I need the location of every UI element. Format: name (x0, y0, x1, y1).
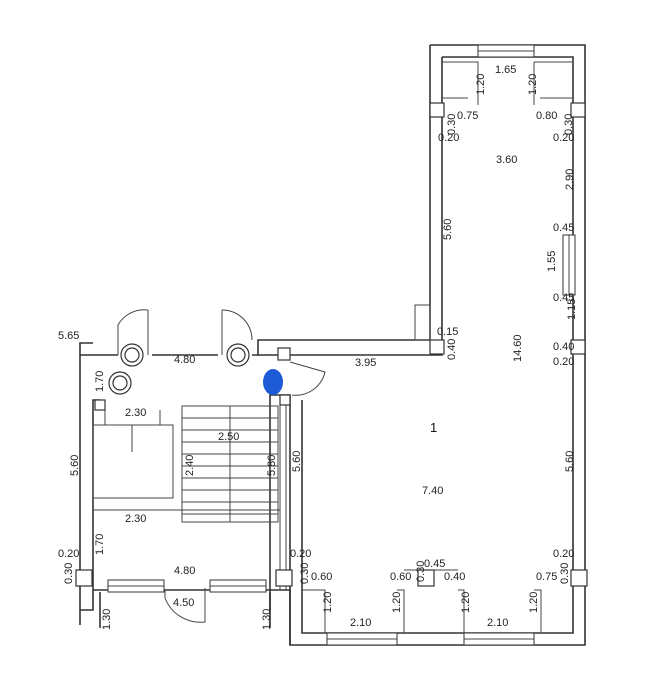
lower-wall-stubs (99, 592, 271, 628)
dimension-label: 7.40 (422, 485, 443, 497)
dimension-label: 1.20 (475, 74, 487, 95)
dimension-label: 3.95 (355, 357, 376, 369)
door-swing (117, 309, 149, 355)
outer-wall (269, 44, 586, 646)
walls (79, 44, 586, 646)
dimension-label: 0.20 (553, 548, 574, 560)
dimension-label: 0.30 (415, 561, 427, 582)
dimension-label: 0.80 (536, 110, 557, 122)
dimension-label: 0.20 (290, 548, 311, 560)
wall-niche (414, 304, 431, 341)
dimension-label: 0.45 (553, 292, 574, 304)
fixtures (108, 343, 250, 395)
column (570, 339, 586, 355)
left-stub (79, 342, 93, 355)
dimension-label: 0.75 (536, 571, 557, 583)
dimension-label: 5.60 (442, 219, 454, 240)
dimension-label: 2.90 (564, 169, 576, 190)
dimension-label: 0.20 (553, 356, 574, 368)
dimension-label: 0.40 (446, 339, 458, 360)
dimension-label: 1.55 (546, 251, 558, 272)
dimension-label: 14.60 (512, 334, 524, 362)
window-reveals (302, 61, 573, 633)
left-bottom-edges (79, 590, 291, 645)
doors (117, 309, 326, 623)
dimension-label: 1.70 (94, 534, 106, 555)
dimension-label: 0.20 (58, 548, 79, 560)
column (279, 394, 291, 406)
dimension-label: 4.80 (174, 565, 195, 577)
dimension-label: 0.15 (437, 326, 458, 338)
location-marker (263, 369, 283, 395)
door-swing (164, 588, 206, 623)
column (429, 339, 445, 355)
dimension-label: 1.30 (261, 609, 273, 630)
dimension-label: 4.80 (174, 354, 195, 366)
column (94, 399, 106, 411)
dimension-label: 0.30 (559, 563, 571, 584)
column (417, 569, 435, 587)
dimension-label: 2.30 (125, 407, 146, 419)
dimension-label: 0.45 (553, 222, 574, 234)
dimension-label: 1.20 (391, 592, 403, 613)
dimension-label: 0.20 (438, 132, 459, 144)
dimension-label: 0.45 (424, 558, 445, 570)
dimension-label: 5.60 (69, 455, 81, 476)
door-swing (289, 361, 326, 396)
column (75, 569, 93, 587)
tall-room-left-wall (257, 45, 443, 356)
dimension-label: 1.20 (528, 592, 540, 613)
dimension-label: 0.60 (390, 571, 411, 583)
shaft-box (92, 424, 174, 499)
dimension-label: 0.20 (553, 132, 574, 144)
column (570, 102, 586, 118)
dimension-label: 0.30 (299, 563, 311, 584)
dimension-label: 1.70 (94, 371, 106, 392)
dimension-label: 2.10 (487, 617, 508, 629)
columns (75, 102, 588, 587)
column (275, 569, 293, 587)
dimension-label: 0.40 (553, 341, 574, 353)
dimension-label: 1.15 (566, 299, 578, 320)
column (277, 347, 291, 361)
column (570, 569, 588, 587)
dimension-label: 0.30 (563, 114, 575, 135)
dimension-label: 5.60 (564, 451, 576, 472)
dimension-label: 3.60 (496, 154, 517, 166)
dimension-label: 2.30 (125, 513, 146, 525)
dimension-labels: 1.65 1.20 1.20 0.30 0.75 0.80 0.30 0.20 … (58, 64, 578, 630)
dimension-label: 1.65 (495, 64, 516, 76)
dimension-label: 1.20 (527, 74, 539, 95)
dimension-label: 0.30 (446, 114, 458, 135)
windows (107, 44, 576, 646)
dimension-label: 2.40 (184, 455, 196, 476)
dimension-label: 5.65 (58, 330, 79, 342)
door-swing (221, 309, 253, 341)
dimension-label: 1.20 (460, 592, 472, 613)
dimension-label: 2.10 (350, 617, 371, 629)
column (429, 102, 445, 118)
dimension-label: 2.50 (218, 431, 239, 443)
dimension-label: 4.50 (173, 597, 194, 609)
shaft (92, 410, 174, 499)
dimension-label: 5.60 (291, 451, 303, 472)
dimension-label: 1.20 (322, 592, 334, 613)
room-number: 1 (430, 420, 437, 435)
staircase (181, 405, 279, 523)
dimension-label: 5.80 (266, 455, 278, 476)
dimension-label: 0.40 (444, 571, 465, 583)
dimension-label: 0.75 (457, 110, 478, 122)
dimension-label: 0.30 (63, 563, 75, 584)
dimension-label: 1.30 (101, 609, 113, 630)
dimension-label: 0.60 (311, 571, 332, 583)
